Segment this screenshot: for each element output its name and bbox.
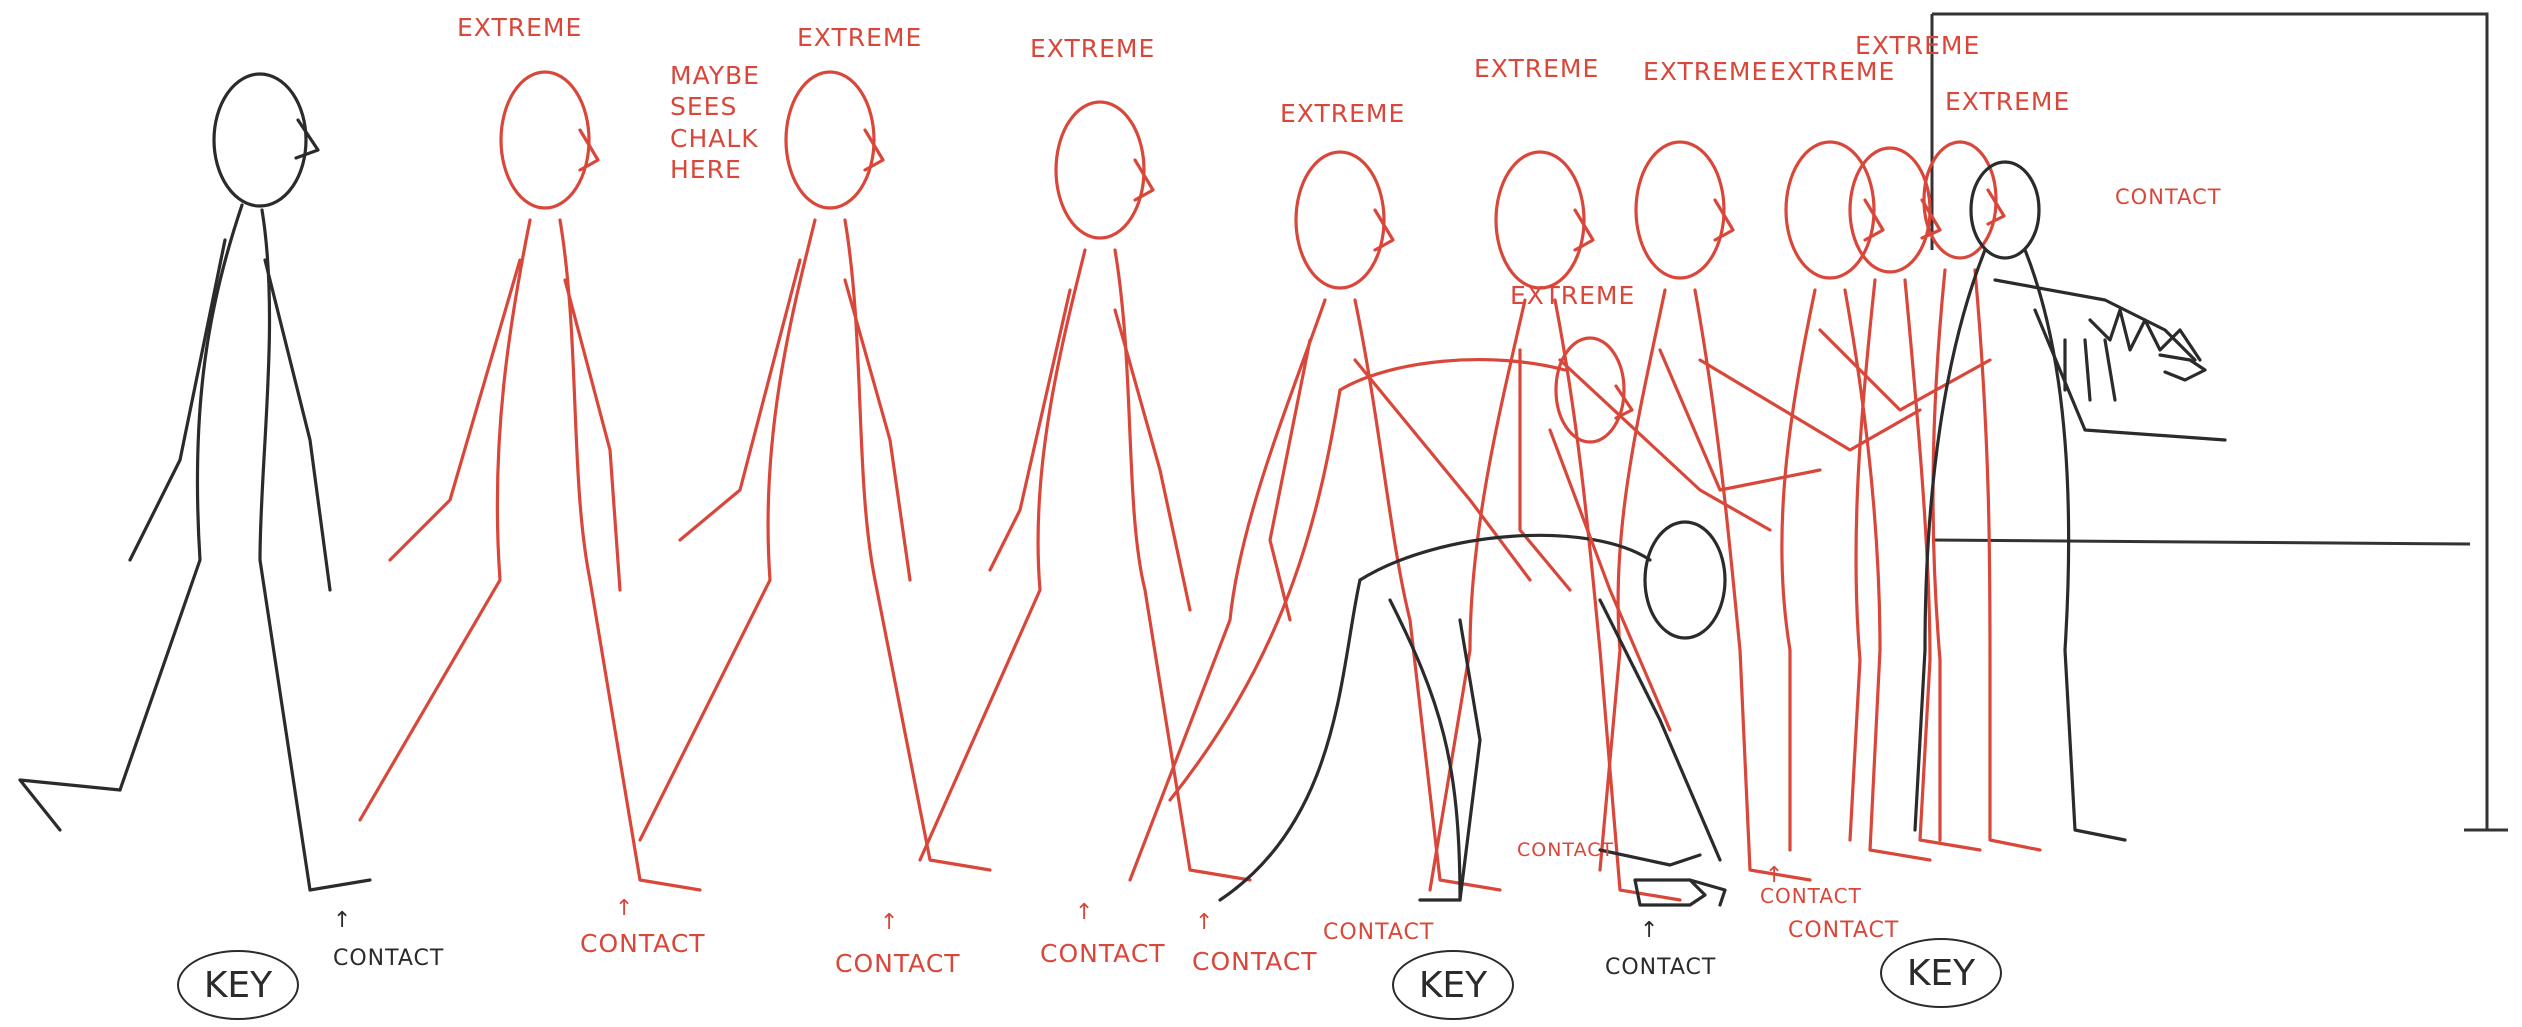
note-line-4: HERE (670, 154, 760, 185)
extreme-label-8: EXTREME (1855, 32, 1980, 61)
note-maybe-sees-chalk: MAYBE SEES CHALK HERE (670, 60, 760, 185)
figure-pose-1 (20, 74, 370, 890)
extreme-label-1: EXTREME (457, 14, 582, 43)
chalkboard-ledge (1932, 540, 2470, 544)
figure-pose-10 (1924, 142, 2040, 850)
figure-pose-3 (640, 72, 990, 870)
figure-pose-5 (1130, 152, 1530, 890)
figure-pose-8 (1782, 142, 1990, 860)
figure-pose-6 (1430, 152, 1770, 900)
extreme-label-2: EXTREME (797, 24, 922, 53)
extreme-label-4: EXTREME (1280, 100, 1405, 129)
figure-pose-bend-extreme (1170, 338, 1670, 800)
contact-label-4: CONTACT (1040, 940, 1166, 969)
extreme-label-6: EXTREME (1643, 58, 1768, 87)
contact-label-8: CONTACT (1605, 955, 1716, 980)
contact-label-10: CONTACT (1788, 918, 1899, 943)
contact-label-3: CONTACT (835, 950, 961, 979)
contact-arrow-3: ↑ (880, 912, 898, 934)
figure-pose-4 (920, 102, 1250, 880)
figure-pose-board (1915, 162, 2225, 840)
extreme-label-3: EXTREME (1030, 35, 1155, 64)
note-line-3: CHALK (670, 123, 760, 154)
contact-label-5: CONTACT (1192, 948, 1318, 977)
key-marker-3: KEY (1880, 938, 2002, 1008)
contact-arrow-2: ↑ (615, 898, 633, 920)
extreme-label-10: EXTREME (1510, 282, 1635, 311)
chalkboard (1932, 14, 2508, 830)
figure-pose-9 (1850, 148, 1980, 850)
key-marker-2: KEY (1392, 950, 1514, 1020)
chalkboard-frame (1932, 14, 2487, 830)
extreme-label-7: EXTREME (1770, 58, 1895, 87)
contact-label-6: CONTACT (1323, 920, 1434, 945)
extreme-label-5: EXTREME (1474, 55, 1599, 84)
contact-label-9: CONTACT (1760, 885, 1862, 908)
note-line-1: MAYBE (670, 60, 760, 91)
contact-label-1: CONTACT (333, 946, 444, 971)
contact-label-7: CONTACT (1517, 840, 1614, 862)
key-marker-1: KEY (177, 950, 299, 1020)
figure-pose-2 (360, 72, 700, 890)
extreme-label-9: EXTREME (1945, 88, 2070, 117)
contact-arrow-1: ↑ (333, 910, 351, 932)
contact-arrow-8: ↑ (1640, 920, 1658, 942)
contact-label-2: CONTACT (580, 930, 706, 959)
contact-arrow-4: ↑ (1075, 902, 1093, 924)
note-line-2: SEES (670, 91, 760, 122)
contact-label-board: CONTACT (2115, 185, 2222, 209)
figure-pose-7 (1600, 142, 1920, 880)
contact-arrow-5: ↑ (1195, 912, 1213, 934)
